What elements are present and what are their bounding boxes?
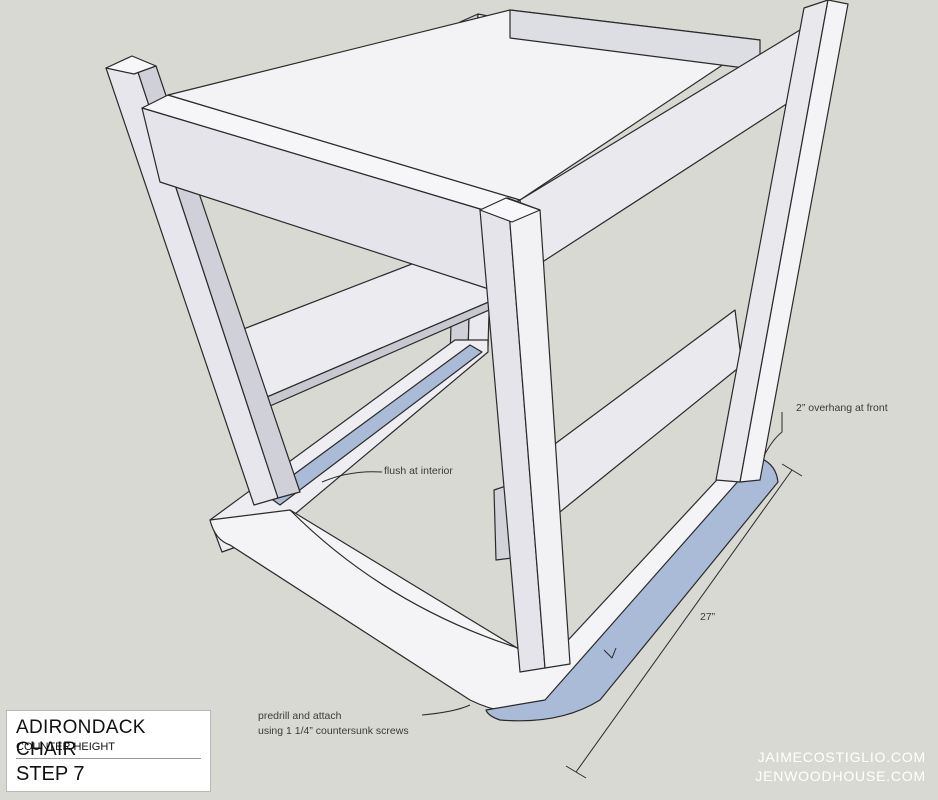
overhang-leader xyxy=(763,412,783,457)
title-divider xyxy=(16,758,201,759)
flush-annotation: flush at interior xyxy=(384,465,453,477)
right-runner-blue-strip xyxy=(485,454,779,722)
step-label: STEP 7 xyxy=(16,763,85,785)
title: ADIRONDACK CHAIR xyxy=(16,717,146,760)
front-right-leg-top xyxy=(479,197,541,223)
credit-line-2: JENWOODHOUSE.COM xyxy=(755,767,926,784)
dimension-line xyxy=(575,469,793,773)
credits: JAIMECOSTIGLIO.COM JENWOODHOUSE.COM xyxy=(755,748,926,786)
front-left-leg-top xyxy=(105,55,157,75)
predrill-line-1: predrill and attach xyxy=(258,710,342,722)
dimension-tick-top xyxy=(781,463,803,477)
predrill-leader xyxy=(421,704,471,716)
flush-leader xyxy=(321,471,383,483)
left-runner-blue-strip xyxy=(265,344,483,506)
credit-line-1: JAIMECOSTIGLIO.COM xyxy=(757,749,926,765)
predrill-annotation: predrill and attach using 1 1/4” counter… xyxy=(258,709,409,739)
dimension-tick-bottom xyxy=(565,765,587,779)
subtitle: COUNTER HEIGHT xyxy=(16,741,115,753)
rear-leg-face xyxy=(739,0,849,483)
overhang-arrow xyxy=(603,647,617,659)
title-block: ADIRONDACK CHAIR COUNTER HEIGHT STEP 7 xyxy=(6,710,211,792)
predrill-line-2: using 1 1/4” countersunk screws xyxy=(258,725,409,738)
dimension-label: 27” xyxy=(700,611,716,623)
overhang-annotation: 2” overhang at front xyxy=(796,402,888,414)
